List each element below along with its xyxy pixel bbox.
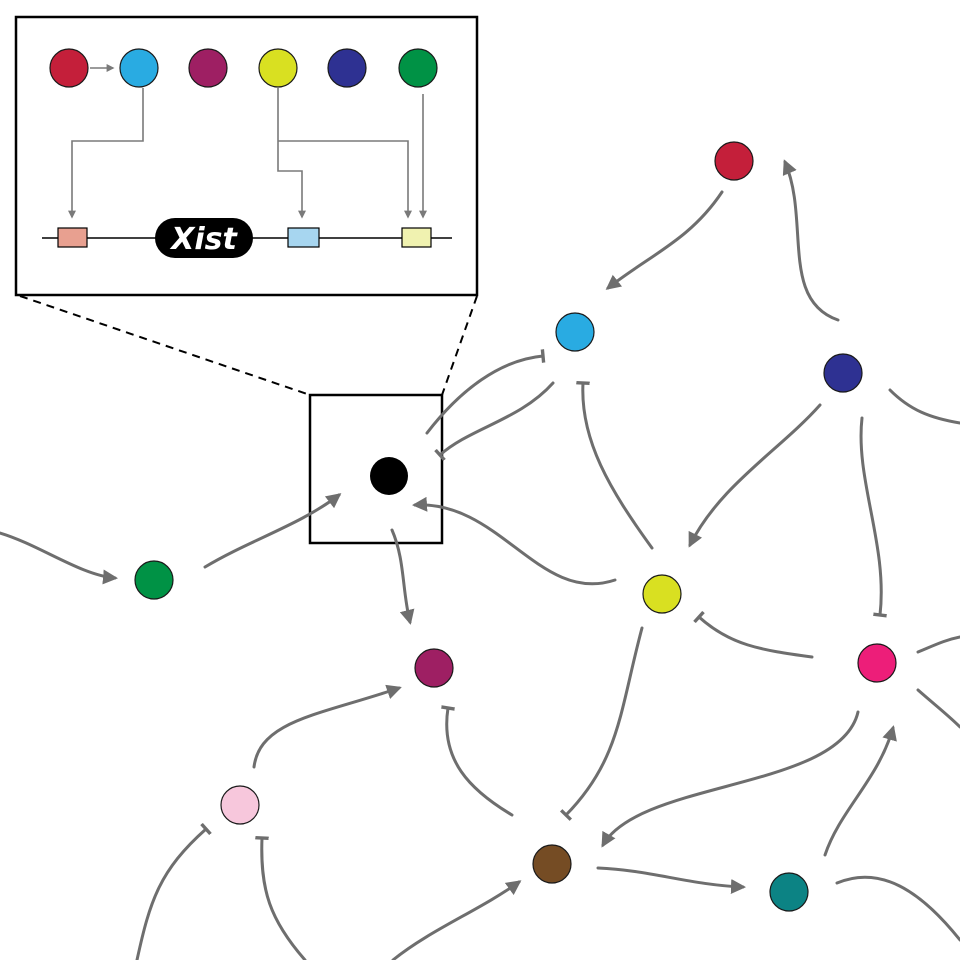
node-navy[interactable] [823, 353, 863, 393]
edge-navy-to-yellow [688, 403, 822, 548]
node-teal[interactable] [769, 872, 809, 912]
xist-focus-box [308, 393, 444, 545]
edge-offscreen-to-green [0, 531, 118, 585]
edge-brown-to-teal [596, 866, 746, 895]
inset-node-navy [327, 48, 367, 88]
edge-cyan-inhibits-xist [425, 349, 546, 435]
edge-cyan-inhibits-xist-2 [434, 381, 555, 462]
edge-navy-to-red [782, 159, 840, 322]
xist-gene-label: Xist [169, 222, 238, 257]
edge-brown-inhibits-purple [441, 705, 514, 817]
inset-node-green [398, 48, 438, 88]
edge-magenta-offscreen-right [916, 635, 960, 654]
node-yellow[interactable] [642, 574, 682, 614]
inset-node-cyan [119, 48, 159, 88]
node-cyan[interactable] [555, 312, 595, 352]
edge-pink-to-purple [252, 684, 402, 769]
binding-site-red [57, 227, 88, 248]
zoom-callout-left [19, 295, 311, 396]
node-brown[interactable] [532, 844, 572, 884]
edge-navy-inhibits-magenta [859, 416, 887, 618]
binding-site-cyan [287, 227, 320, 248]
inset-node-red [49, 48, 89, 88]
inset-node-yellow [258, 48, 298, 88]
edge-navy-offscreen [888, 388, 960, 425]
network-nodes [134, 141, 897, 912]
inset-edge-yellow-to-site-cyan [277, 88, 306, 219]
edge-yellow-inhibits-cyan [576, 380, 654, 550]
edge-xist-to-purple [390, 528, 415, 625]
node-green[interactable] [134, 560, 174, 600]
edge-offscreen-inhibits-pink [135, 822, 212, 960]
node-xist[interactable] [370, 457, 408, 495]
edge-yellow-inhibits-brown [559, 626, 644, 821]
edge-magenta-offscreen-lower [916, 688, 960, 729]
binding-site-yellow [401, 227, 432, 248]
zoom-callout-right [441, 295, 478, 396]
inset-edge-yellow-to-site-yellow [278, 140, 412, 219]
xist-gene-box [155, 218, 253, 258]
edge-yellow-to-xist [412, 496, 617, 586]
inset-panel: Xist [14, 15, 479, 297]
inset-edge-cyan-to-site-red [68, 88, 144, 219]
edge-magenta-to-brown [601, 710, 860, 848]
inset-node-purple [188, 48, 228, 88]
edge-teal-to-magenta [823, 725, 897, 857]
edge-green-to-xist [203, 493, 342, 569]
edge-magenta-inhibits-yellow [693, 610, 814, 659]
edge-teal-offscreen [835, 875, 960, 942]
edge-offscreen-to-brown [391, 880, 522, 960]
node-purple[interactable] [414, 648, 454, 688]
edge-red-to-cyan [605, 190, 724, 290]
edge-offscreen-inhibits-pink-2 [255, 836, 307, 960]
node-pink[interactable] [220, 785, 260, 825]
node-magenta[interactable] [857, 643, 897, 683]
node-red[interactable] [714, 141, 754, 181]
network-edges [0, 159, 960, 960]
